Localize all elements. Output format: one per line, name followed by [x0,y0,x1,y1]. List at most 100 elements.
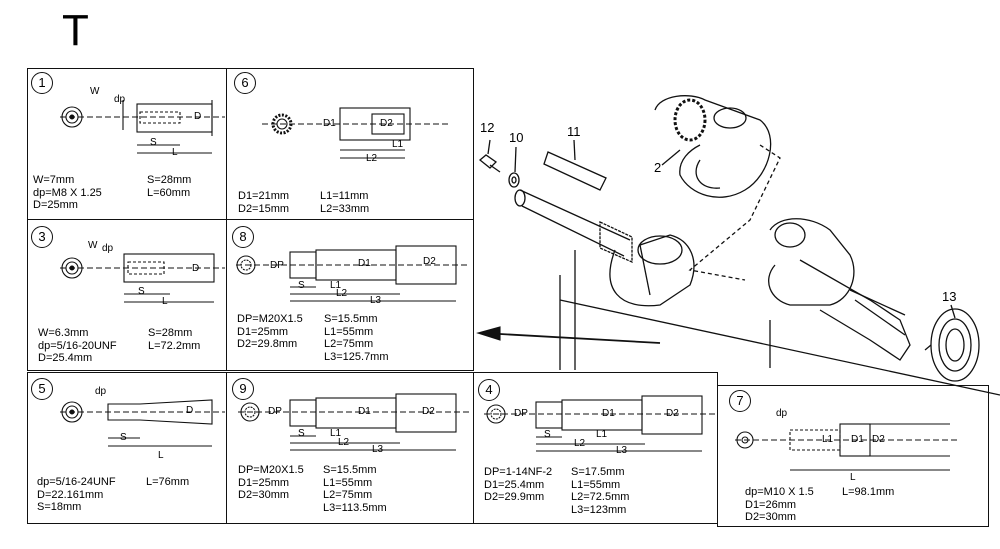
dim-label-D2: D2 [666,408,679,419]
dim-label-L3: L3 [616,445,628,456]
spec-line: S=28mm [147,174,192,186]
panel-number-7: 7 [729,390,751,412]
spec-line: D1=25mm [238,476,290,489]
dim-label-L3: L3 [370,295,382,306]
dim-label-D2: D2 [423,256,436,267]
dim-label-D1: D1 [358,406,371,417]
spec-line: S=28mm [148,327,193,339]
shaft-drawing-9 [238,393,470,451]
specs-right-6: L1=11mm L2=33mm [320,190,369,215]
spec-line: D=25mm [33,199,78,211]
callout-2: 2 [654,160,662,175]
specs-right-5: L=76mm [146,476,189,489]
panel-number-9: 9 [232,378,254,400]
crankshaft-illustration [478,95,1000,396]
panel-number-1: 1 [31,72,53,94]
spec-line: L2=72.5mm [571,491,630,503]
dim-label-L: L [158,450,164,461]
spec-line: D=25.4mm [38,352,93,364]
spec-line: S=18mm [37,501,82,513]
dim-label-D1: D1 [323,118,336,129]
dim-label-L2: L2 [574,438,586,449]
dim-label-L2: L2 [366,153,378,164]
dim-label-D2: D2 [422,406,435,417]
spec-line: S=15.5mm [324,313,378,325]
shaft-drawing-7 [735,423,960,471]
shaft-drawing-4 [484,395,715,452]
spec-line: dp=5/16-24UNF [37,476,116,488]
dim-label-L1: L1 [822,434,834,445]
spec-line: L3=113.5mm [323,501,387,514]
dim-label-dp: dp [114,94,126,105]
dim-label-S: S [138,286,145,297]
dim-label-L: L [850,472,856,483]
dim-label-dp: dp [95,386,107,397]
dim-label-S: S [298,428,305,439]
dim-label-S: S [544,429,551,440]
dim-label-D2: D2 [380,118,393,129]
dim-label-S: S [120,432,127,443]
dim-label-L1: L1 [330,280,342,291]
callout-13: 13 [942,289,957,304]
shaft-drawing-3 [60,253,225,303]
spec-line: DP=1-14NF-2 [484,466,553,478]
specs-left-4: DP=1-14NF-2 D1=25.4mm D2=29.9mm [484,466,552,504]
panel-number-5: 5 [31,378,53,400]
spec-line: D2=30mm [238,489,290,501]
spec-line: W=6.3mm [38,327,89,339]
callout-10: 10 [509,130,524,145]
spec-line: L1=11mm [320,190,369,202]
panel-number-6: 6 [234,72,256,94]
spec-line: L1=55mm [323,476,373,489]
dim-label-S: S [150,137,157,148]
shaft-drawing-5 [60,399,225,447]
spec-line: dp=5/16-20UNF [38,339,117,352]
spec-line: S=15.5mm [323,464,377,476]
specs-right-4: S=17.5mm L1=55mm L2=72.5mm L3=123mm [571,466,629,516]
dim-label-D: D [194,111,202,122]
dim-label-L2: L2 [336,288,348,299]
dim-label-dp: dp [776,408,788,419]
spec-line: L3=125.7mm [324,350,389,363]
callout-12: 12 [480,120,495,135]
specs-right-8: S=15.5mm L1=55mm L2=75mm L3=125.7mm [324,313,389,363]
shaft-drawing-1 [60,100,225,154]
spec-line: D1=21mm [238,190,290,202]
spec-line: L2=75mm [324,338,374,350]
spec-line: D1=26mm [745,498,797,511]
specs-left-1: W=7mm dp=M8 X 1.25 D=25mm [33,174,102,212]
spec-line: D=22.161mm [37,488,104,501]
specs-left-8: DP=M20X1.5 D1=25mm D2=29.8mm [237,313,303,351]
shaft-drawing-6 [262,107,450,159]
specs-right-9: S=15.5mm L1=55mm L2=75mm L3=113.5mm [323,464,387,514]
specs-left-5: dp=5/16-24UNF D=22.161mm S=18mm [37,476,116,514]
specs-right-3: S=28mm L=72.2mm [148,327,200,352]
spec-line: D2=15mm [238,202,290,215]
dim-label-D1: D1 [358,258,371,269]
spec-line: L=72.2mm [148,339,201,352]
spec-line: dp=M10 X 1.5 [745,486,814,498]
panel-7 [717,385,989,527]
spec-line: D1=25.4mm [484,478,545,491]
spec-line: D2=30mm [745,511,797,523]
dim-label-DP: DP [268,406,282,417]
dim-label-D1: D1 [602,408,615,419]
panel-8 [226,219,474,371]
callout-11: 11 [567,124,581,139]
panel-number-4: 4 [478,379,500,401]
dim-label-L: L [172,147,178,158]
dim-label-L1: L1 [596,429,608,440]
dim-label-D2: D2 [872,434,885,445]
dim-label-W: W [90,86,100,97]
dim-label-D: D [192,263,200,274]
spec-line: L=98.1mm [842,486,895,498]
spec-line: L1=55mm [324,325,374,338]
spec-line: L3=123mm [571,503,627,516]
dim-label-DP: DP [270,260,284,271]
dim-label-L: L [162,296,168,307]
dim-label-L2: L2 [338,437,350,448]
spec-line: W=7mm [33,174,75,186]
dim-label-W: W [88,240,98,251]
spec-line: L2=33mm [320,202,370,215]
